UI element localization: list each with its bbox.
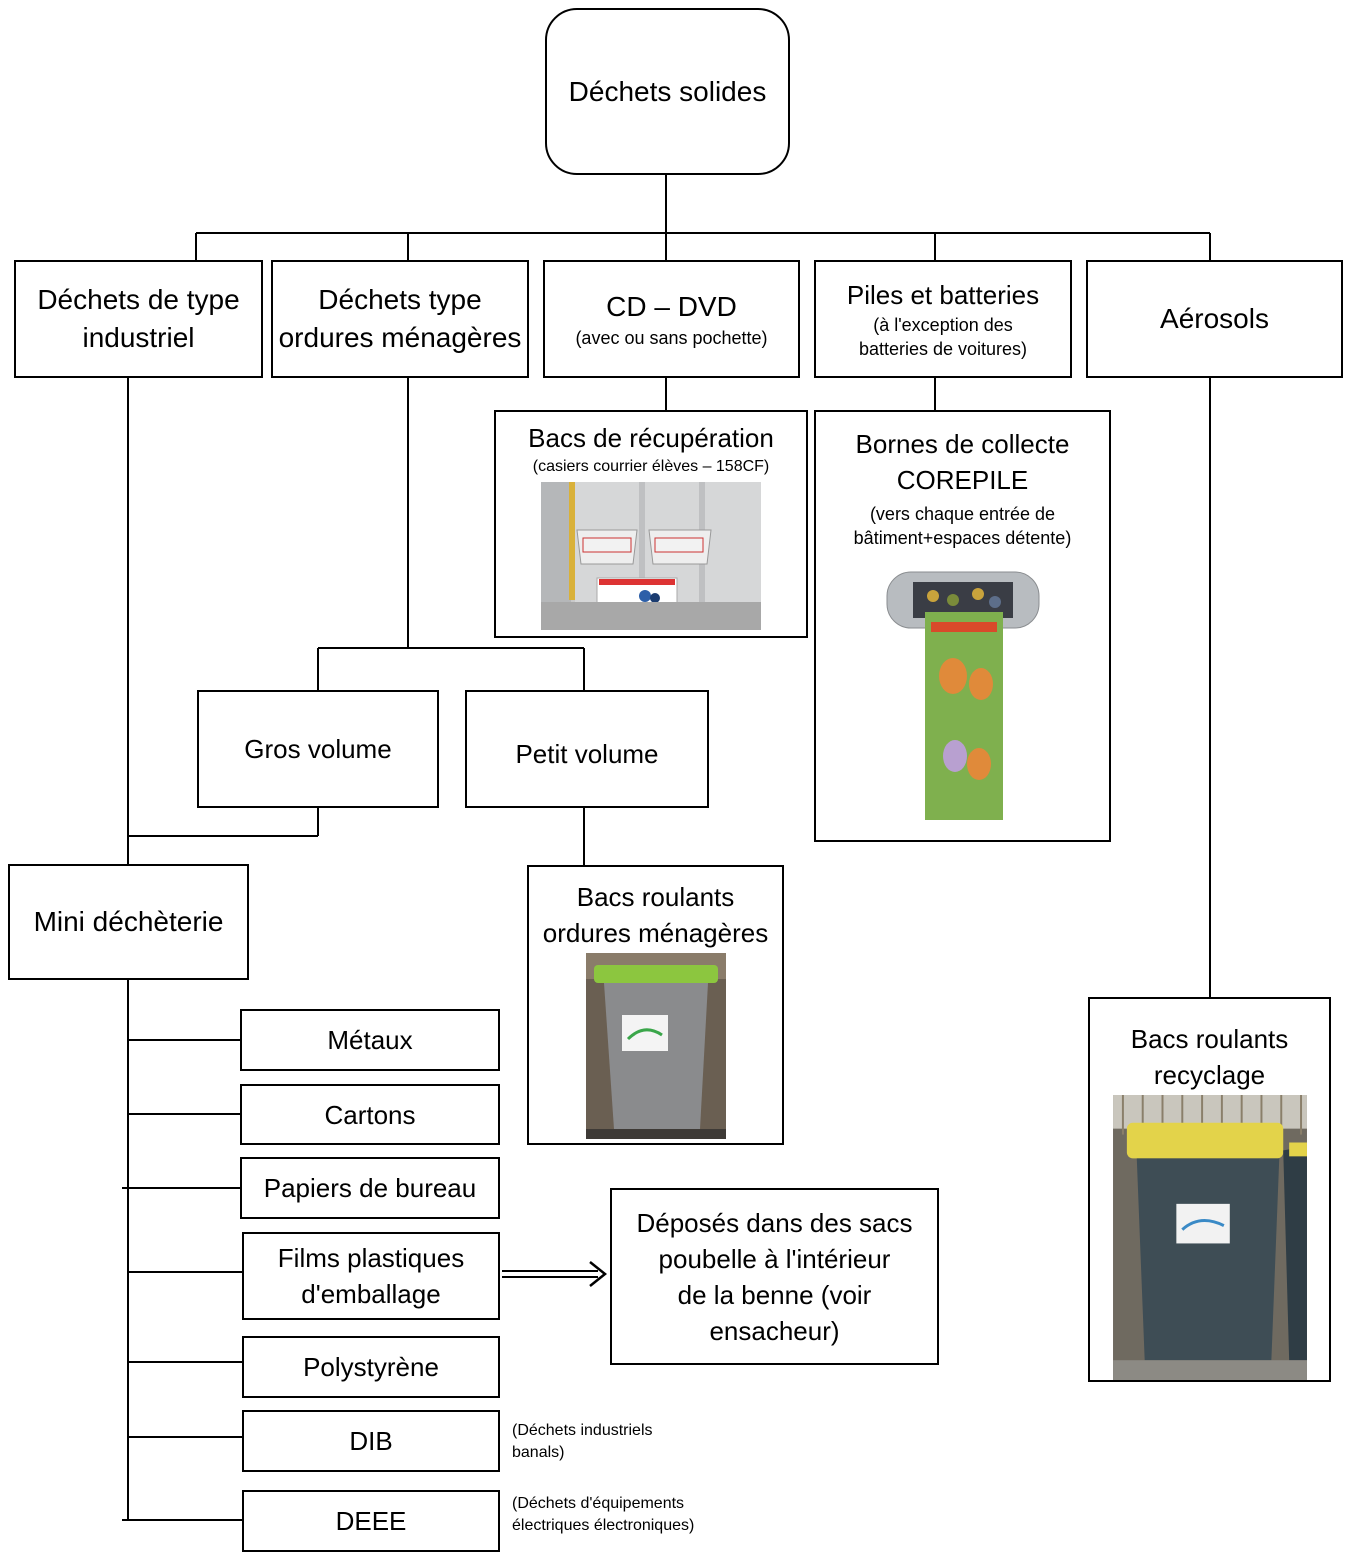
- bacs-recuperation-sub: (casiers courrier élèves – 158CF): [532, 458, 770, 475]
- category-industriel: Déchets de type industriel: [14, 260, 263, 378]
- bornes-line1: Bornes de collecte: [855, 429, 1070, 459]
- bacs-recuperation-box: Bacs de récupération (casiers courrier é…: [494, 410, 808, 638]
- deposes-box: Déposés dans des sacs poubelle à l'intér…: [610, 1188, 939, 1365]
- dib-note-line2: banals): [512, 1444, 565, 1461]
- bornes-sub2: bâtiment+espaces détente): [853, 528, 1072, 548]
- category-aerosols: Aérosols: [1086, 260, 1343, 378]
- piles-sub2: batteries de voitures): [858, 339, 1028, 359]
- cd-dvd-sub: (avec ou sans pochette): [575, 328, 768, 348]
- petit-volume-box: Petit volume: [465, 690, 709, 808]
- item-polystyrene-label: Polystyrène: [303, 1352, 439, 1382]
- mini-decheterie-box: Mini déchèterie: [8, 864, 249, 980]
- item-metaux: Métaux: [240, 1009, 500, 1071]
- bacs-om-box: Bacs roulants ordures ménagères: [527, 865, 784, 1145]
- dib-note: (Déchets industriels banals): [512, 1420, 653, 1464]
- bacs-om-line2: ordures ménagères: [542, 918, 769, 948]
- item-films-line2: d'emballage: [301, 1279, 441, 1309]
- bacs-recyclage-line2: recyclage: [1153, 1060, 1266, 1090]
- industriel-line2: industriel: [82, 322, 195, 353]
- category-menageres: Déchets type ordures ménagères: [271, 260, 529, 378]
- gros-volume-label: Gros volume: [244, 734, 392, 764]
- category-piles: Piles et batteries (à l'exception des ba…: [814, 260, 1072, 378]
- petit-volume-label: Petit volume: [515, 739, 659, 769]
- aerosols-label: Aérosols: [1160, 303, 1269, 334]
- deposes-line2: poubelle à l'intérieur: [658, 1243, 891, 1274]
- om-bin-photo: [585, 953, 726, 1139]
- deposes-line3: de la benne (voir: [677, 1279, 872, 1310]
- item-metaux-label: Métaux: [327, 1025, 413, 1055]
- deposes-line1: Déposés dans des sacs: [636, 1207, 913, 1238]
- corepile-bin-photo: [882, 566, 1043, 826]
- root-label: Déchets solides: [568, 75, 767, 107]
- gros-volume-box: Gros volume: [197, 690, 439, 808]
- item-dib: DIB: [242, 1410, 500, 1472]
- bacs-recyclage-line1: Bacs roulants: [1130, 1024, 1289, 1054]
- item-films: Films plastiques d'emballage: [242, 1232, 500, 1320]
- bacs-om-line1: Bacs roulants: [576, 882, 735, 912]
- bacs-recyclage-box: Bacs roulants recyclage: [1088, 997, 1331, 1382]
- item-papiers: Papiers de bureau: [240, 1157, 500, 1219]
- item-deee: DEEE: [242, 1490, 500, 1552]
- item-films-line1: Films plastiques: [277, 1243, 465, 1273]
- menageres-line1: Déchets type: [318, 284, 482, 315]
- deee-note-line2: électriques électroniques): [512, 1517, 695, 1534]
- bacs-recuperation-title: Bacs de récupération: [528, 423, 774, 453]
- industriel-line1: Déchets de type: [37, 284, 240, 315]
- piles-title: Piles et batteries: [846, 280, 1040, 310]
- mini-decheterie-label: Mini déchèterie: [33, 906, 224, 937]
- deee-note: (Déchets d'équipements électriques élect…: [512, 1493, 694, 1537]
- bornes-collecte-box: Bornes de collecte COREPILE (vers chaque…: [814, 410, 1111, 842]
- deee-note-line1: (Déchets d'équipements: [512, 1495, 685, 1512]
- recyclage-bin-photo: [1112, 1095, 1307, 1380]
- item-dib-label: DIB: [349, 1426, 393, 1456]
- cd-dvd-title: CD – DVD: [606, 291, 737, 322]
- item-papiers-label: Papiers de bureau: [263, 1173, 477, 1203]
- item-deee-label: DEEE: [335, 1506, 407, 1536]
- item-polystyrene: Polystyrène: [242, 1336, 500, 1398]
- bornes-line2: COREPILE: [896, 465, 1029, 495]
- deposes-line4: ensacheur): [709, 1315, 840, 1346]
- piles-sub1: (à l'exception des: [873, 315, 1013, 335]
- item-cartons-label: Cartons: [324, 1099, 416, 1130]
- item-cartons: Cartons: [240, 1084, 500, 1145]
- bornes-sub1: (vers chaque entrée de: [869, 504, 1056, 524]
- root-node: Déchets solides: [545, 8, 790, 175]
- cd-bins-photo: [541, 482, 761, 630]
- menageres-line2: ordures ménagères: [278, 322, 522, 353]
- dib-note-line1: (Déchets industriels: [512, 1422, 653, 1439]
- category-cd-dvd: CD – DVD (avec ou sans pochette): [543, 260, 800, 378]
